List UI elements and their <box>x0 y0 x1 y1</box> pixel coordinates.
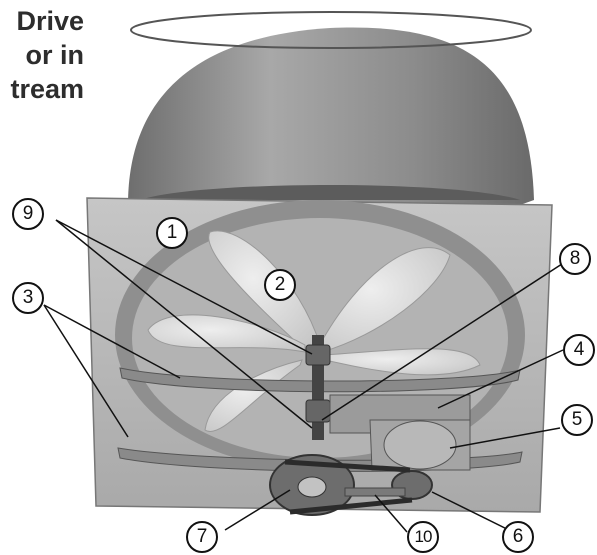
callout-7: 7 <box>186 521 218 553</box>
fan-pulley-hub <box>297 476 327 498</box>
heading-line-1: Drive <box>16 6 84 36</box>
callout-10: 10 <box>407 521 439 553</box>
callout-9: 9 <box>12 198 44 230</box>
drive-belt <box>284 459 413 515</box>
callout-3: 3 <box>12 282 44 314</box>
housing-shadow <box>140 185 520 200</box>
support-bar-upper <box>119 367 521 393</box>
fan-blade-right-lower <box>324 348 481 376</box>
callout-4: 4 <box>563 334 595 366</box>
callout-6: 6 <box>502 521 534 553</box>
bearing-upper <box>305 344 331 366</box>
fan-blade-right <box>317 247 451 353</box>
callout-1: 1 <box>156 217 188 249</box>
leader-lines <box>43 219 566 534</box>
heading-text: Drive or in tream <box>0 4 84 106</box>
fan-blade-lower <box>204 359 303 432</box>
fan-housing-rim <box>130 11 532 49</box>
heading-line-2: or in <box>25 40 85 70</box>
callout-2: 2 <box>264 269 296 301</box>
heading-line-3: tream <box>10 74 84 104</box>
motor-end <box>383 420 457 470</box>
fan-blade-left <box>147 314 306 353</box>
bearing-lower <box>305 399 331 423</box>
fan-housing-drum <box>128 27 534 205</box>
belt-tension-bracket <box>344 487 406 497</box>
callout-8: 8 <box>559 243 591 275</box>
callout-5: 5 <box>561 404 593 436</box>
